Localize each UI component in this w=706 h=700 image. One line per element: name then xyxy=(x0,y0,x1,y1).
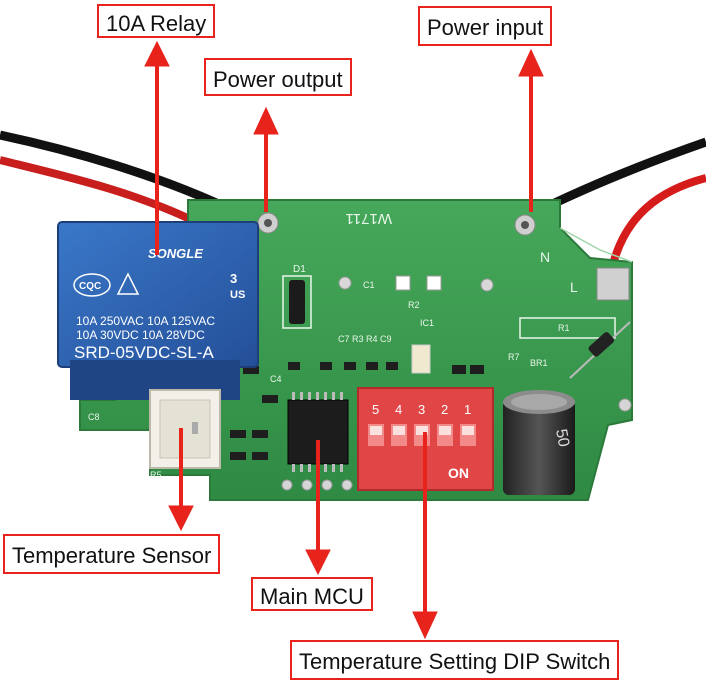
dip-on-label: ON xyxy=(448,465,469,481)
capacitor-value: 50 xyxy=(552,428,572,449)
relay-rating-2: 10A 30VDC 10A 28VDC xyxy=(76,328,205,342)
relay-cqc: CQC xyxy=(79,281,101,292)
arrow-dip-switch xyxy=(412,432,438,640)
r7-label: R7 xyxy=(508,352,520,362)
arrow-power-input xyxy=(518,48,544,212)
br1-label: BR1 xyxy=(530,358,548,368)
arrow-relay xyxy=(144,40,170,255)
d1-label: D1 xyxy=(293,264,306,275)
dip-switch-callout: Temperature Setting DIP Switch xyxy=(290,640,620,680)
r5-label: R5 xyxy=(150,470,162,480)
svg-text:3: 3 xyxy=(230,271,237,286)
board-model-label: W1711 xyxy=(346,210,392,227)
dip-number-1: 1 xyxy=(464,402,471,417)
temperature-sensor-callout: Temperature Sensor xyxy=(3,534,221,574)
terminal-l-label: L xyxy=(570,279,578,295)
dip-number-4: 4 xyxy=(395,402,402,417)
relay-model: SRD-05VDC-SL-A xyxy=(74,343,214,362)
r2-label: R2 xyxy=(408,300,420,310)
c4-label: C4 xyxy=(270,374,282,384)
electrolytic-capacitor: 50 xyxy=(503,390,575,495)
relay-brand: SONGLE xyxy=(148,246,203,261)
c8-label: C8 xyxy=(88,412,100,422)
arrow-main-mcu xyxy=(305,440,331,576)
power-output-callout: Power output xyxy=(204,58,352,96)
sensor-connector xyxy=(149,389,221,469)
main-mcu-callout: Main MCU xyxy=(251,577,373,611)
r1-label: R1 xyxy=(558,323,570,333)
red-wire-left xyxy=(0,156,198,226)
relay-us: US xyxy=(230,289,245,301)
power-input-callout: Power input xyxy=(418,6,553,46)
silk-row-labels: C7 R3 R4 C9 xyxy=(338,334,392,344)
relay-rating-1: 10A 250VAC 10A 125VAC xyxy=(76,314,215,328)
c1-label: C1 xyxy=(363,280,375,290)
arrow-temperature-sensor xyxy=(168,428,194,532)
dip-number-5: 5 xyxy=(372,402,379,417)
arrow-power-output xyxy=(253,106,279,212)
dip-switch: 5 4 3 2 1 ON xyxy=(357,387,494,491)
red-wire-right xyxy=(608,174,706,269)
relay-callout: 10A Relay xyxy=(97,4,216,38)
dip-number-3: 3 xyxy=(418,402,425,417)
ic1-label: IC1 xyxy=(420,318,434,328)
terminal-n-label: N xyxy=(540,249,550,265)
dip-number-2: 2 xyxy=(441,402,448,417)
